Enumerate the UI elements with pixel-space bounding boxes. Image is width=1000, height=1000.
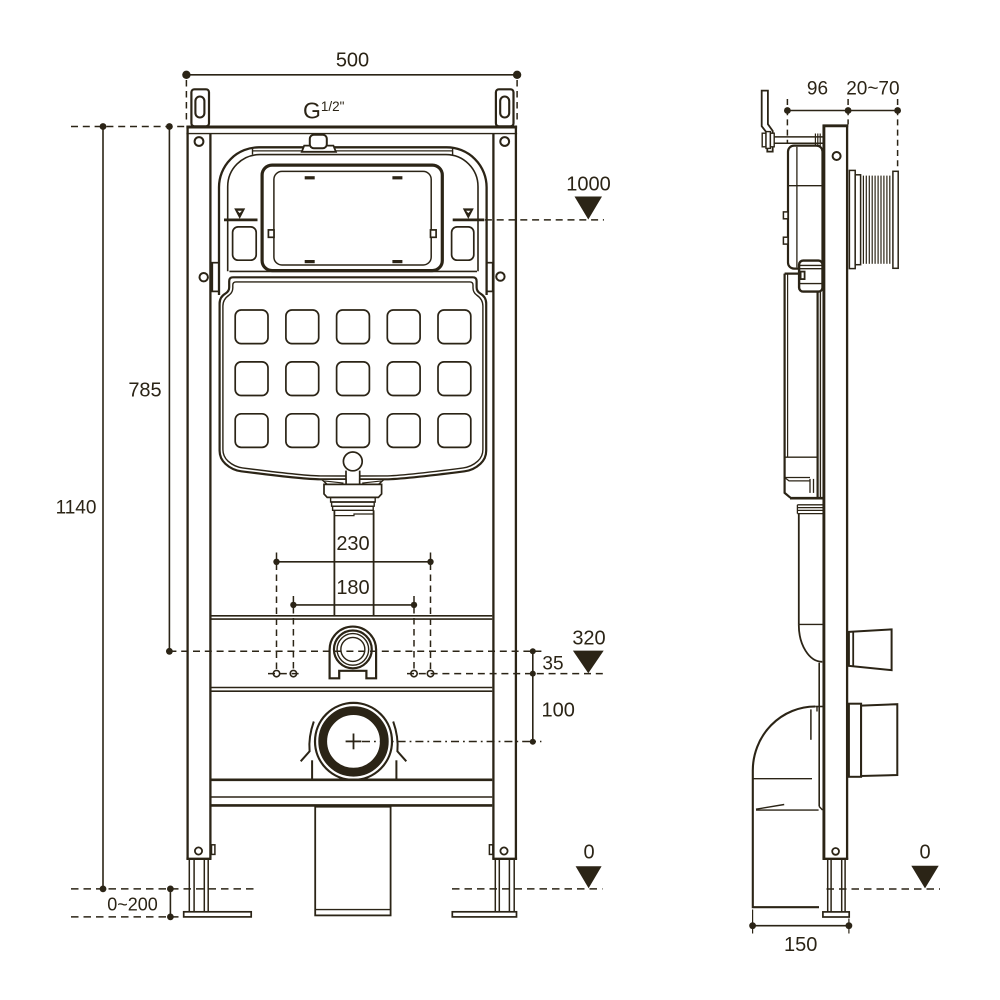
svg-text:1140: 1140 <box>56 498 97 519</box>
svg-text:96: 96 <box>807 79 828 100</box>
svg-text:0~200: 0~200 <box>107 895 158 915</box>
svg-text:785: 785 <box>128 380 161 402</box>
svg-text:35: 35 <box>542 654 563 675</box>
svg-text:0: 0 <box>583 842 594 864</box>
svg-text:1000: 1000 <box>566 174 611 196</box>
svg-text:0: 0 <box>919 842 930 864</box>
svg-text:230: 230 <box>336 533 369 555</box>
svg-text:500: 500 <box>336 50 369 72</box>
svg-text:20~70: 20~70 <box>846 79 899 100</box>
svg-text:100: 100 <box>542 700 575 722</box>
svg-text:150: 150 <box>784 934 817 956</box>
svg-text:180: 180 <box>336 577 369 599</box>
svg-text:320: 320 <box>572 628 605 650</box>
